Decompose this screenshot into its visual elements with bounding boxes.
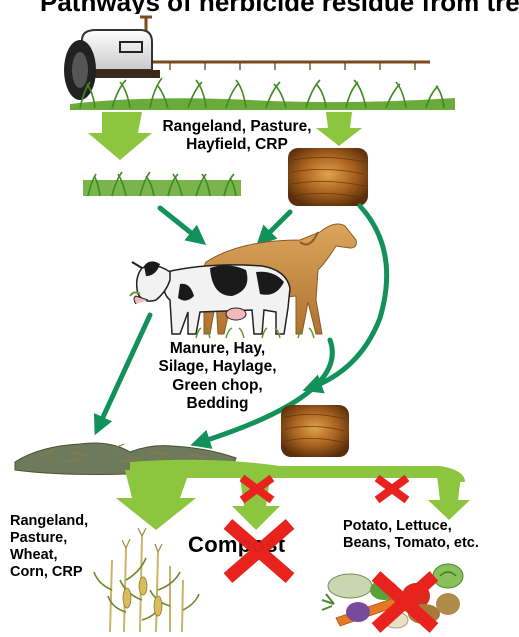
label-line: Manure, Hay,	[150, 340, 285, 358]
label-line: Silage, Haylage,	[150, 358, 285, 376]
label-line: Beans, Tomato, etc.	[343, 535, 519, 552]
grass-icon	[70, 78, 455, 110]
hay-bale-icon	[281, 405, 349, 457]
label-line: Hayfield, CRP	[132, 136, 342, 154]
label-compost: Compost	[188, 532, 285, 558]
label-line: Rangeland,	[10, 513, 120, 530]
label-manure-sources: Manure, Hay, Silage, Haylage, Green chop…	[150, 340, 285, 413]
label-line: Bedding	[150, 395, 285, 413]
label-line: Potato, Lettuce,	[343, 518, 519, 535]
grass-patch-icon	[83, 172, 241, 196]
label-rangeland-hayfield: Rangeland, Pasture, Hayfield, CRP	[132, 118, 342, 155]
tractor-sprayer-icon	[64, 17, 430, 100]
label-line: Wheat,	[10, 547, 120, 564]
label-line: Green chop,	[150, 377, 285, 395]
red-x-icon	[377, 478, 407, 500]
hay-bale-icon	[288, 148, 368, 206]
label-line: Corn, CRP	[10, 564, 120, 581]
label-sensitive-crops: Potato, Lettuce, Beans, Tomato, etc.	[343, 518, 519, 552]
label-line: Rangeland, Pasture,	[132, 118, 342, 136]
label-field-crops: Rangeland, Pasture, Wheat, Corn, CRP	[10, 513, 120, 581]
label-line: Pasture,	[10, 530, 120, 547]
